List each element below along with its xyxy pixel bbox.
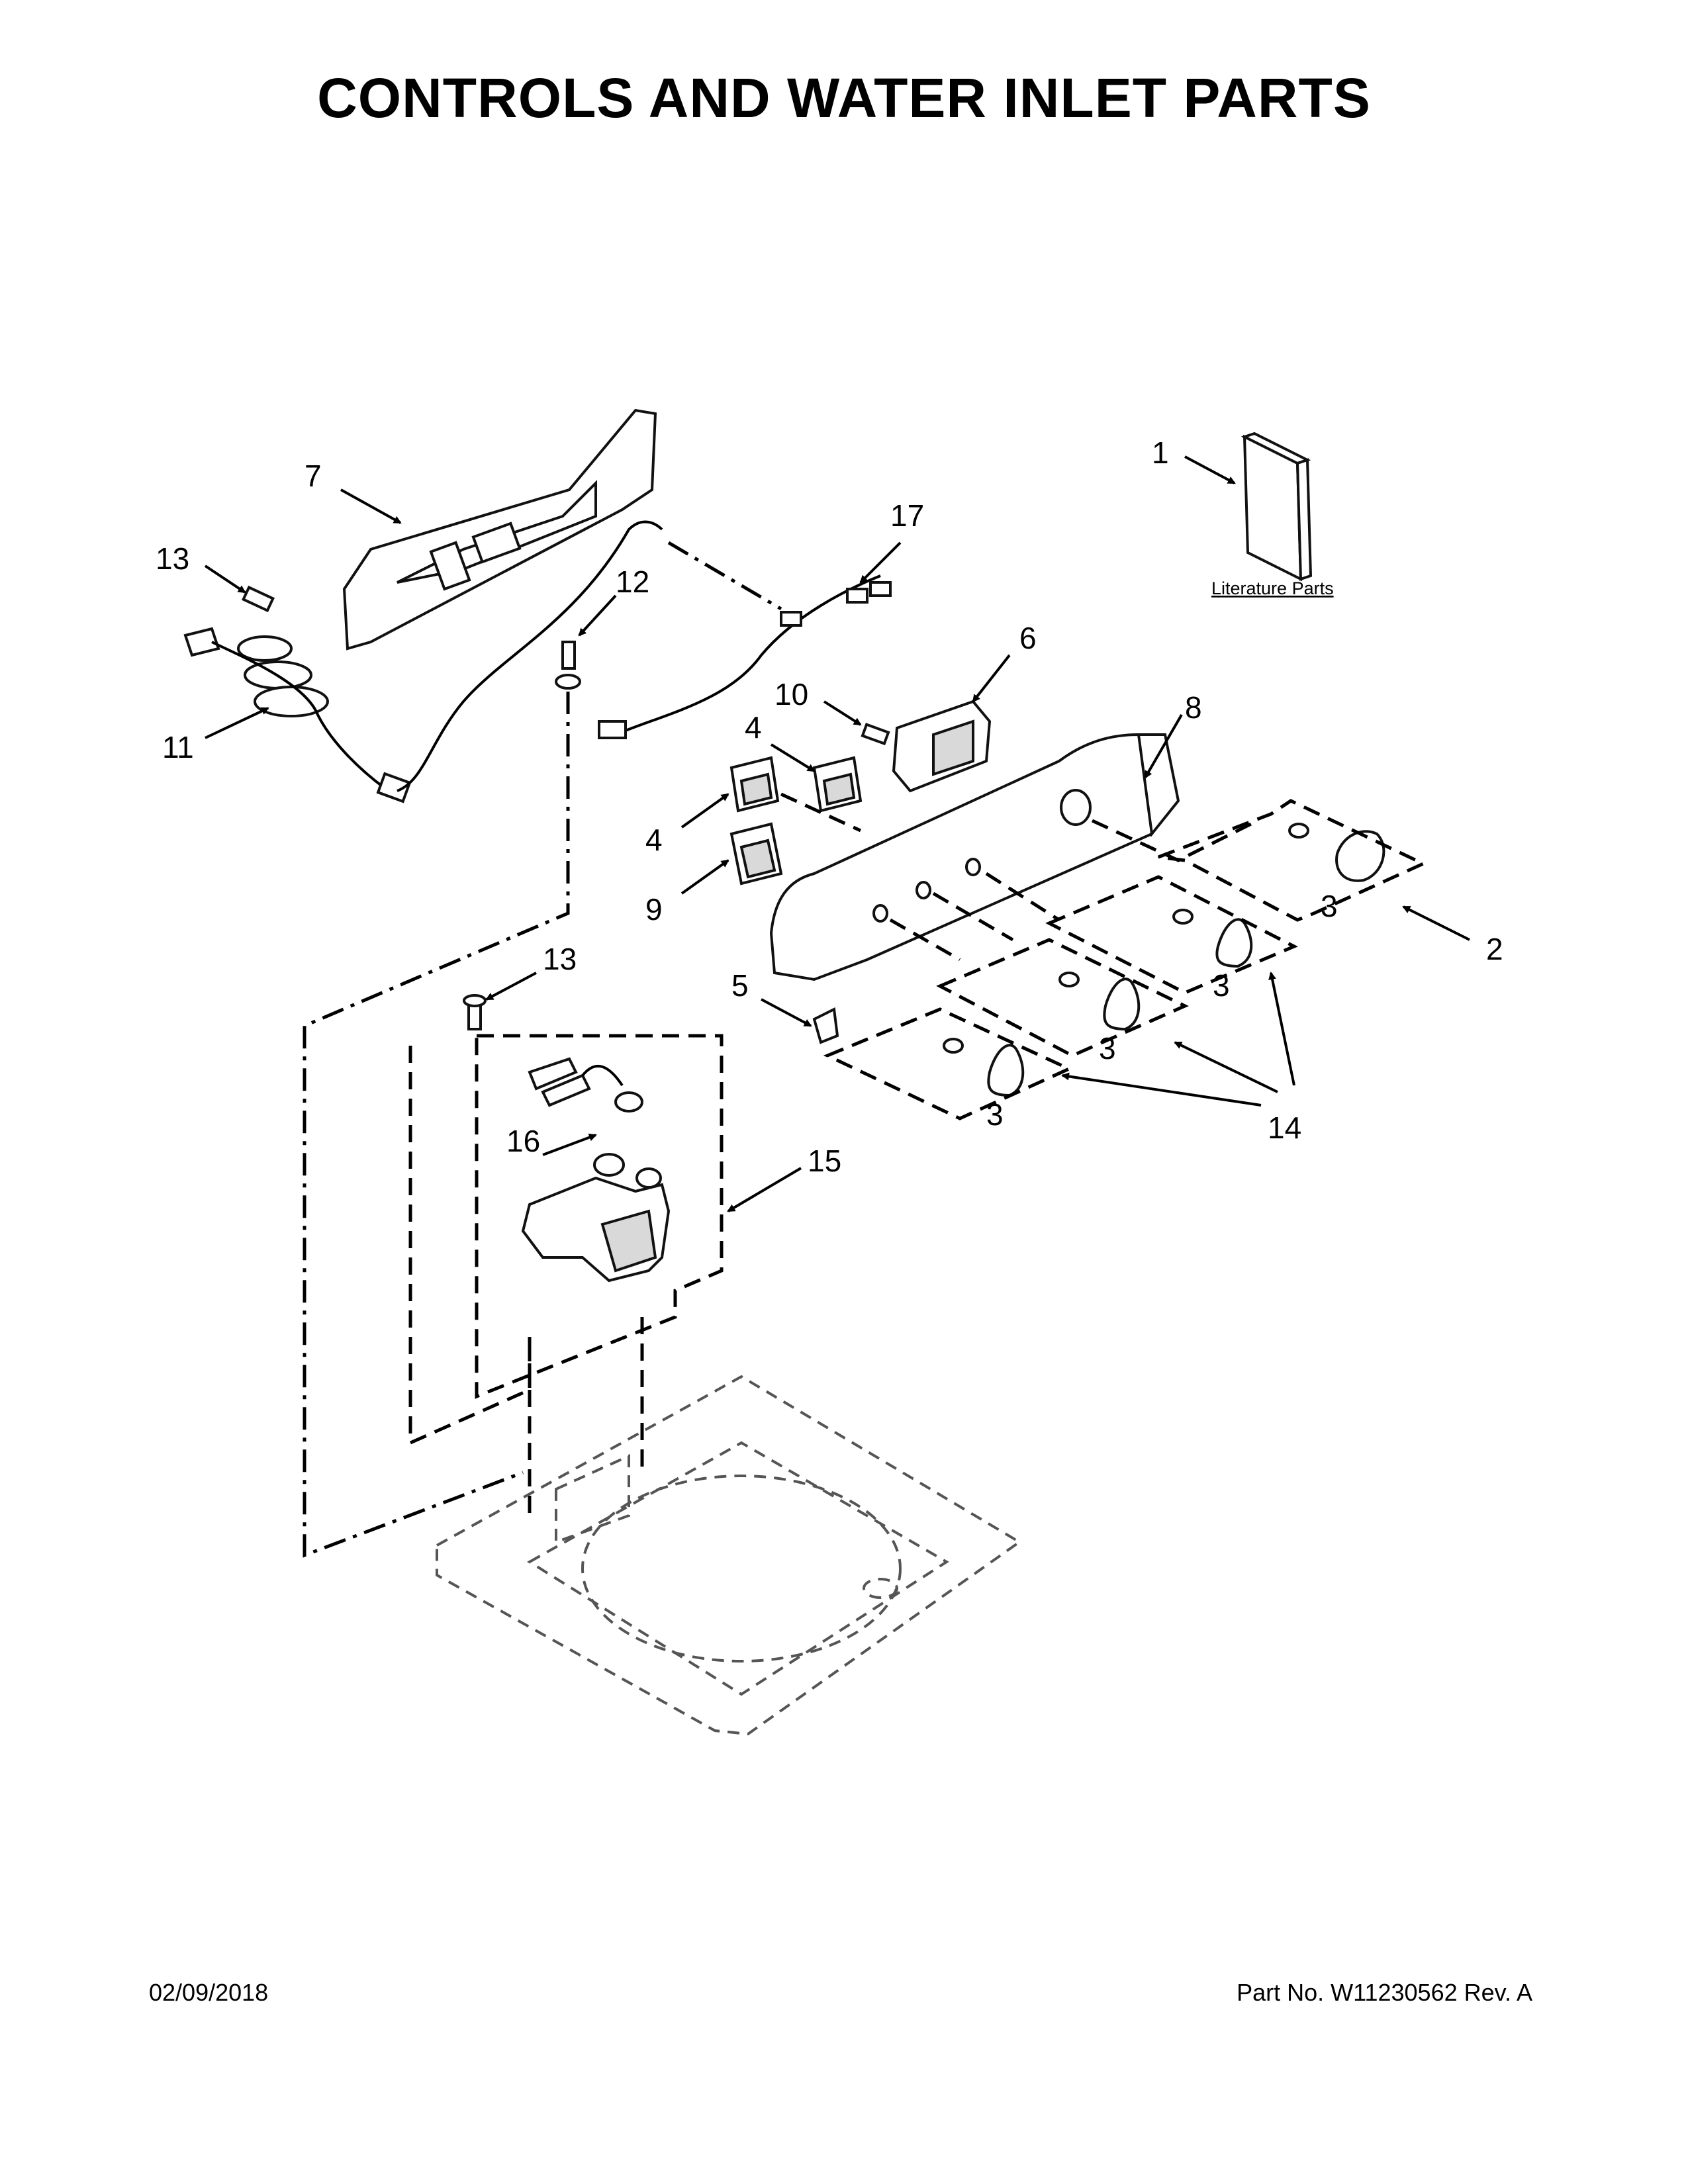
callout-3c: 3 <box>1099 1031 1116 1066</box>
knob-group-14-outline-a <box>1045 875 1298 995</box>
callout-13a: 13 <box>156 541 189 576</box>
switch-console-link <box>780 792 862 833</box>
callout-3d: 3 <box>986 1097 1004 1132</box>
page-title: CONTROLS AND WATER INLET PARTS <box>317 67 1371 129</box>
inlet-hose-16 <box>528 1057 643 1113</box>
callout-8-arrow <box>1144 713 1183 779</box>
harness-link <box>667 541 782 611</box>
callout-5: 5 <box>731 968 749 1003</box>
callout-16-arrow <box>542 1133 597 1156</box>
screw-10 <box>861 723 890 746</box>
callout-3a: 3 <box>1321 889 1338 923</box>
switch-9 <box>729 822 783 886</box>
knob-group-14-outline-b <box>936 938 1189 1058</box>
callout-11: 11 <box>162 730 194 764</box>
callout-15-arrow <box>727 1167 802 1212</box>
callout-8: 8 <box>1185 690 1202 725</box>
callout-12-arrow <box>578 594 617 637</box>
console-knob-link-2 <box>985 872 1060 922</box>
callout-4b: 4 <box>645 823 663 857</box>
callout-14-arrow-1 <box>1061 1072 1262 1107</box>
knob-center <box>1058 972 1141 1031</box>
clip <box>812 1007 839 1044</box>
callout-11-arrow <box>205 707 269 739</box>
water-inlet-outline-16 <box>408 1046 532 1445</box>
control-board <box>892 700 992 793</box>
knob-group-2-outline <box>1158 799 1427 922</box>
knob-far-right <box>1288 823 1385 882</box>
footer-part-number: Part No. W11230562 Rev. A <box>1237 1979 1532 2006</box>
callout-17: 17 <box>890 498 924 533</box>
callout-2: 2 <box>1486 932 1503 966</box>
callout-7: 7 <box>305 459 322 493</box>
ground-route <box>303 692 570 1558</box>
water-inlet-outline-15 <box>475 1034 724 1399</box>
callout-14: 14 <box>1268 1111 1301 1145</box>
power-cord <box>183 520 663 803</box>
water-valve-15 <box>521 1153 671 1283</box>
callout-13b: 13 <box>543 942 577 976</box>
literature-booklet <box>1241 432 1313 582</box>
knob-left <box>943 1038 1025 1097</box>
console-knob-link-4 <box>889 918 961 962</box>
callout-12: 12 <box>616 565 649 599</box>
wire-harness <box>598 574 892 739</box>
callout-13b-arrow <box>485 972 537 1001</box>
screw-lower <box>463 994 487 1030</box>
callout-14-arrow-2 <box>1174 1041 1278 1093</box>
console-knob-link-3 <box>932 891 1014 942</box>
callout-5-arrow <box>761 998 812 1027</box>
callout-9: 9 <box>645 892 663 927</box>
callout-10: 10 <box>774 677 808 711</box>
switch-4-left <box>729 756 780 813</box>
callout-1-arrow <box>1184 455 1236 484</box>
callout-13a-arrow <box>204 565 246 594</box>
switch-4-right <box>812 756 863 813</box>
callout-17-arrow <box>859 541 902 584</box>
callout-14-arrow-3 <box>1268 972 1295 1086</box>
callout-4b-arrow <box>680 793 729 829</box>
callout-16: 16 <box>506 1124 540 1158</box>
callout-7-arrow <box>340 488 402 524</box>
literature-parts-label[interactable]: Literature Parts <box>1211 578 1334 598</box>
callout-4a: 4 <box>745 710 762 745</box>
footer-date: 02/09/2018 <box>149 1979 269 2006</box>
callout-6-arrow <box>972 654 1011 703</box>
callout-1: 1 <box>1152 435 1169 470</box>
washer-top-ghost <box>436 1375 1022 1736</box>
callout-9-arrow <box>680 859 729 895</box>
callout-4a-arrow <box>770 743 816 772</box>
console-knob-link-1 <box>1091 819 1259 862</box>
callout-10-arrow <box>823 700 862 726</box>
callout-3b: 3 <box>1213 968 1230 1003</box>
knob-right <box>1172 909 1253 968</box>
callout-2-arrow <box>1402 905 1470 941</box>
rear-console-panel <box>342 408 657 651</box>
ground-screw <box>555 641 581 690</box>
screw-top <box>241 585 275 613</box>
knob-group-14-outline-c <box>823 1007 1074 1120</box>
callout-6: 6 <box>1019 621 1037 655</box>
console <box>769 733 1180 981</box>
callout-15: 15 <box>808 1144 841 1178</box>
